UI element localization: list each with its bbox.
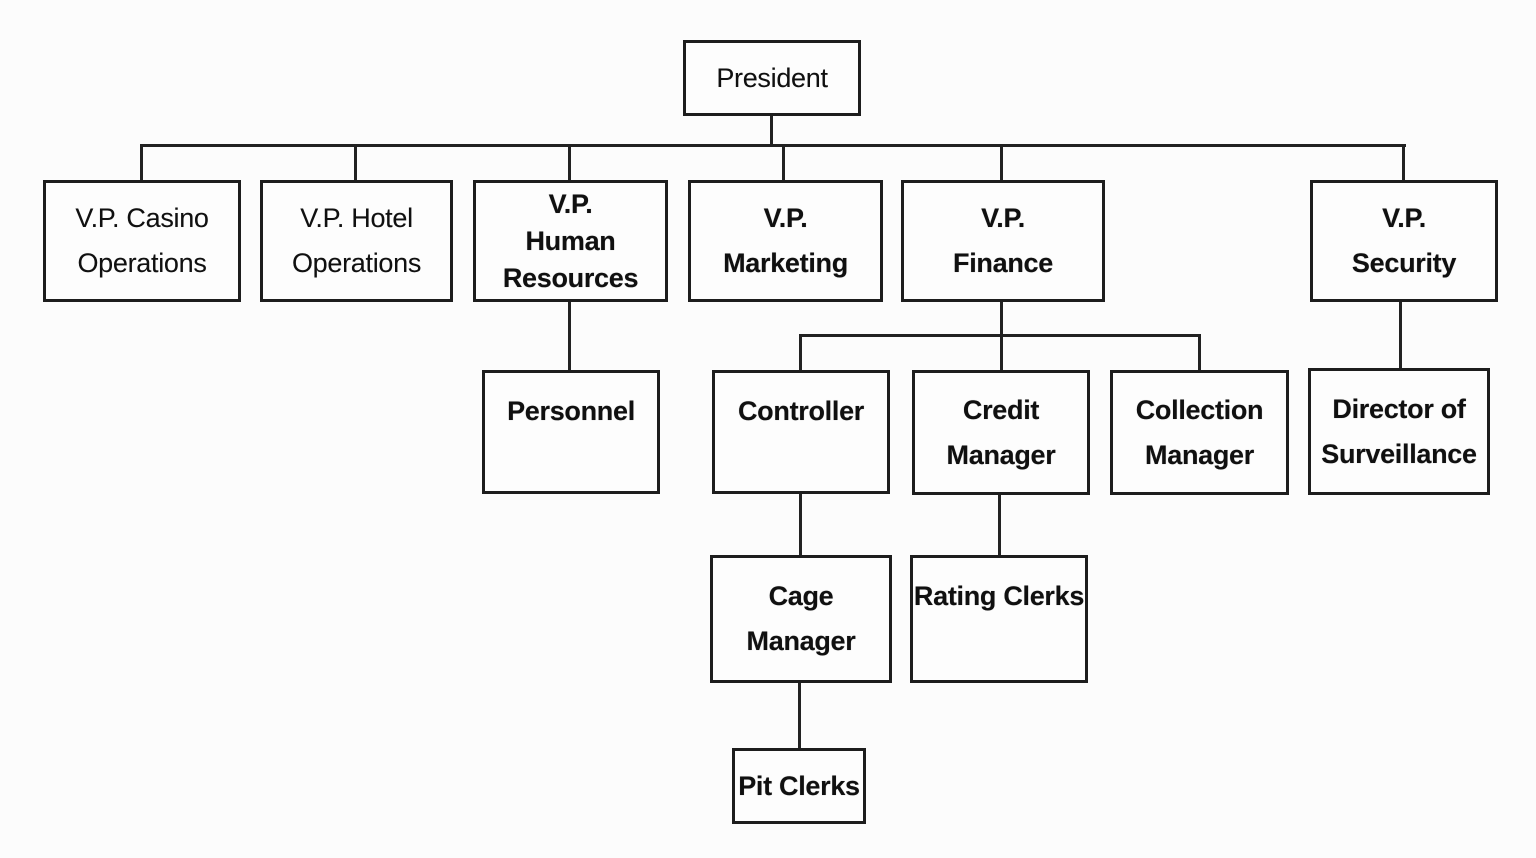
connector-top-bus — [141, 144, 1406, 147]
node-credit-manager: Credit Manager — [912, 370, 1090, 495]
node-label: Credit — [962, 394, 1040, 425]
connector-credit-rating — [998, 492, 1001, 557]
connector-cage-pit — [798, 680, 801, 750]
node-vp-human-resources: V.P. Human Resources — [473, 180, 668, 302]
connector-drop-collection — [1198, 334, 1201, 372]
node-pit-clerks: Pit Clerks — [732, 748, 866, 824]
node-personnel: Personnel — [482, 370, 660, 494]
node-label: V.P. — [548, 188, 593, 219]
node-label: Manager — [946, 439, 1056, 470]
connector-drop-finance — [1000, 144, 1003, 182]
node-label: Pit Clerks — [738, 770, 860, 801]
node-label: Collection — [1135, 394, 1264, 425]
node-president: President — [683, 40, 861, 116]
node-label: Operations — [77, 248, 207, 278]
connector-finance-bus — [799, 334, 1201, 337]
node-label: V.P. — [1382, 203, 1426, 233]
node-label: Manager — [746, 626, 856, 656]
connector-president-drop — [770, 113, 773, 147]
node-vp-finance: V.P. Finance — [901, 180, 1105, 302]
node-rating-clerks: Rating Clerks — [910, 555, 1088, 683]
node-label: Rating Clerks — [913, 581, 1085, 611]
node-vp-security: V.P. Security — [1310, 180, 1498, 302]
node-label: Surveillance — [1321, 438, 1477, 469]
node-label: Cage — [768, 581, 834, 611]
connector-drop-controller — [799, 334, 802, 372]
connector-hr-personnel — [568, 300, 571, 372]
node-label: Human — [525, 225, 616, 256]
node-controller: Controller — [712, 370, 890, 494]
node-label: V.P. Casino — [75, 203, 209, 233]
node-label: V.P. Hotel — [300, 203, 413, 233]
node-label: Director of — [1332, 393, 1466, 424]
node-vp-hotel-operations: V.P. Hotel Operations — [260, 180, 453, 302]
node-label: Operations — [291, 248, 422, 278]
node-label: V.P. — [763, 203, 808, 233]
node-label: Security — [1351, 248, 1457, 278]
node-label: President — [716, 62, 828, 93]
node-label: Controller — [737, 396, 864, 426]
node-label: V.P. — [981, 203, 1025, 233]
connector-drop-casino — [140, 144, 143, 182]
node-label: Marketing — [723, 248, 848, 278]
node-label: Personnel — [507, 396, 635, 426]
node-vp-casino-operations: V.P. Casino Operations — [43, 180, 241, 302]
node-label: Resources — [502, 262, 639, 293]
node-cage-manager: Cage Manager — [710, 555, 892, 683]
connector-drop-marketing — [782, 144, 785, 182]
node-collection-manager: Collection Manager — [1110, 370, 1289, 495]
node-vp-marketing: V.P. Marketing — [688, 180, 883, 302]
connector-security-director — [1399, 300, 1402, 370]
connector-drop-hr — [568, 144, 571, 182]
connector-controller-cage — [799, 491, 802, 557]
connector-drop-security — [1402, 144, 1405, 182]
node-label: Manager — [1145, 439, 1254, 470]
node-director-of-surveillance: Director of Surveillance — [1308, 368, 1490, 495]
connector-drop-hotel — [354, 144, 357, 182]
node-label: Finance — [953, 248, 1053, 278]
